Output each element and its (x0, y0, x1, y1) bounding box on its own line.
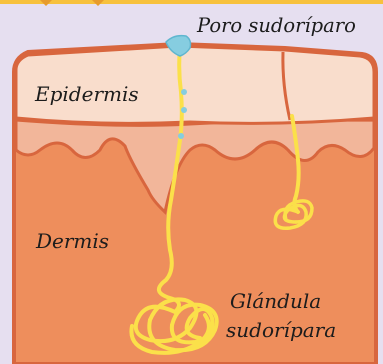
duct-segment-marker (181, 107, 187, 113)
sweat-gland-label-line2: sudorípara (226, 320, 336, 340)
sweat-gland-label-line1: Glándula (230, 291, 321, 311)
top-banner (0, 0, 383, 4)
sweat-pore-label: Poro sudoríparo (197, 16, 356, 36)
duct-segment-marker (178, 133, 184, 139)
duct-segment-marker (181, 89, 187, 95)
epidermis-label: Epidermis (35, 84, 139, 104)
dermis-label: Dermis (36, 231, 109, 251)
